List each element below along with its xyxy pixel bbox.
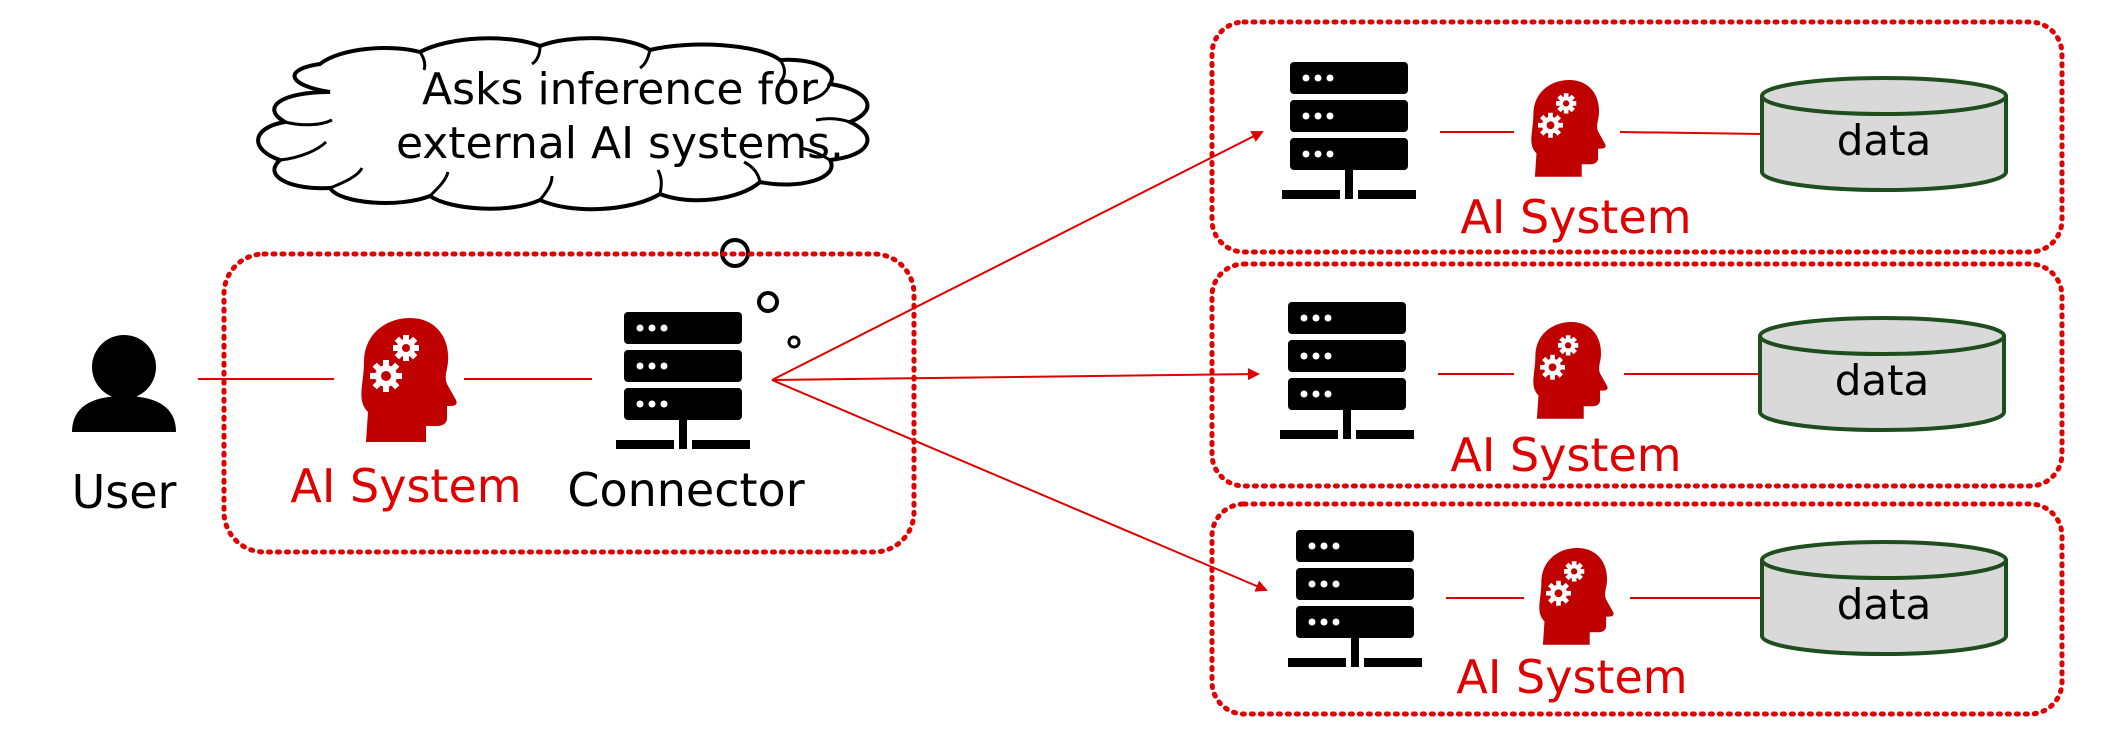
external-system-boundary	[1209, 261, 2065, 489]
data-label: data	[1835, 356, 1930, 405]
thought-cloud: Asks inference for external AI systems.	[256, 36, 870, 212]
data-label: data	[1837, 580, 1932, 629]
user-icon	[72, 335, 176, 432]
connector-server-icon	[616, 312, 750, 449]
connector-label: Connector	[567, 463, 804, 517]
ai-system-label: AI System	[1450, 428, 1681, 482]
external-system-boundary	[1209, 19, 2065, 255]
ai-head-icon	[1533, 322, 1608, 419]
cloud-text-line1: Asks inference for	[422, 64, 819, 115]
connection-line	[1619, 131, 1763, 135]
server-icon	[1280, 302, 1414, 439]
database-icon	[1760, 540, 2008, 656]
arrow-to-system-3	[771, 379, 1268, 592]
ai-system-label: AI System	[1460, 190, 1691, 244]
ai-head-icon	[1539, 548, 1614, 645]
ai-head-icon	[1531, 80, 1606, 177]
data-label: data	[1837, 116, 1932, 165]
external-system-1: data AI System	[1209, 19, 2065, 255]
ai-system-label: AI System	[1456, 650, 1687, 704]
server-icon	[1288, 530, 1422, 667]
local-system-boundary	[221, 251, 917, 555]
database-icon	[1760, 76, 2008, 192]
user-label: User	[72, 465, 177, 519]
arrow-to-system-2	[771, 368, 1260, 381]
database-icon	[1758, 316, 2006, 432]
local-ai-icon	[361, 318, 457, 442]
thought-bubble-small	[787, 335, 801, 349]
external-system-boundary	[1209, 501, 2065, 717]
external-system-3: data AI System	[1209, 501, 2065, 717]
external-system-2: data AI System	[1209, 261, 2065, 489]
thought-bubble-medium	[757, 291, 779, 313]
local-ai-label: AI System	[290, 459, 521, 513]
cloud-text-line2: external AI systems.	[396, 118, 844, 169]
server-icon	[1282, 62, 1416, 199]
arrow-to-system-1	[771, 131, 1264, 381]
